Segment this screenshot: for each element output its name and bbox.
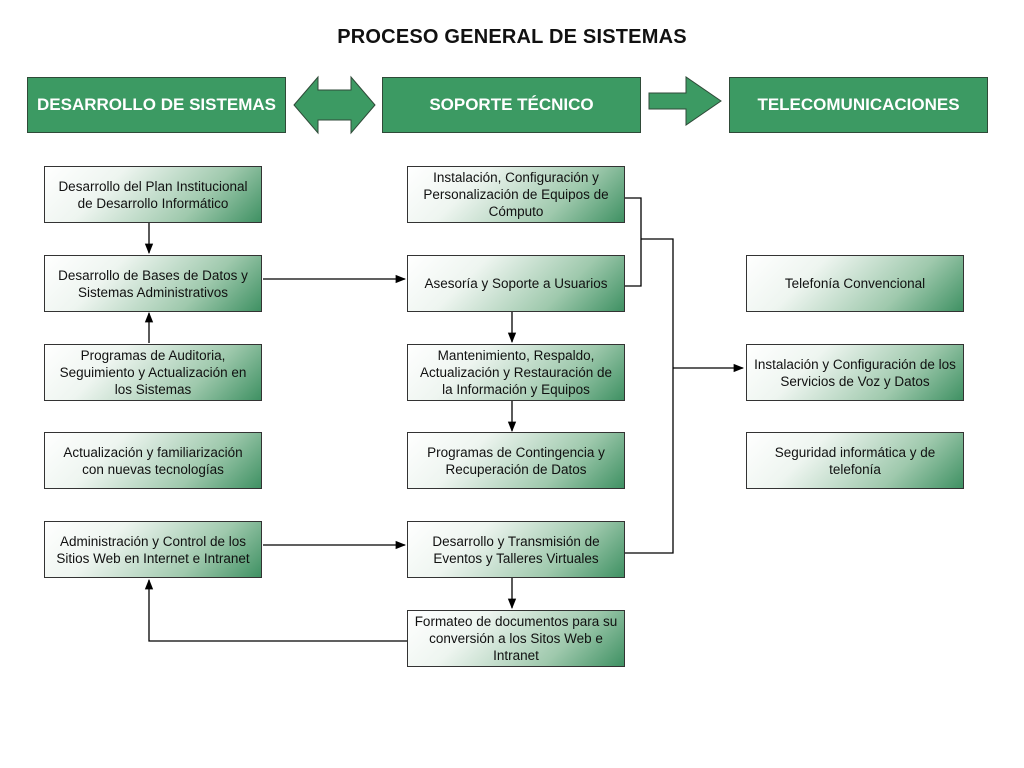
box-mantenimiento: Mantenimiento, Respaldo, Actualización y… — [407, 344, 625, 401]
box-telefonia-convencional: Telefonía Convencional — [746, 255, 964, 312]
box-formateo-documentos: Formateo de documentos para su conversió… — [407, 610, 625, 667]
connector-bracket-to-bus — [625, 238, 674, 554]
page-title: PROCESO GENERAL DE SISTEMAS — [337, 26, 687, 48]
box-voz-y-datos: Instalación y Configuración de los Servi… — [746, 344, 964, 401]
box-contingencia: Programas de Contingencia y Recuperación… — [407, 432, 625, 489]
box-eventos-virtuales: Desarrollo y Transmisión de Eventos y Ta… — [407, 521, 625, 578]
box-bases-de-datos: Desarrollo de Bases de Datos y Sistemas … — [44, 255, 262, 312]
header-telecomunicaciones: TELECOMUNICACIONES — [729, 77, 988, 133]
double-arrow-icon — [293, 75, 376, 135]
connector-bracket-soporte — [625, 197, 642, 287]
header-soporte-tecnico: SOPORTE TÉCNICO — [382, 77, 641, 133]
box-sitios-web: Administración y Control de los Sitios W… — [44, 521, 262, 578]
right-arrow-icon — [648, 76, 722, 126]
box-nuevas-tecnologias: Actualización y familiarización con nuev… — [44, 432, 262, 489]
box-seguridad-informatica: Seguridad informática y de telefonía — [746, 432, 964, 489]
box-programas-auditoria: Programas de Auditoria, Seguimiento y Ac… — [44, 344, 262, 401]
box-instalacion-equipos: Instalación, Configuración y Personaliza… — [407, 166, 625, 223]
connector-formateo-to-web — [144, 578, 407, 642]
box-asesoria-soporte: Asesoría y Soporte a Usuarios — [407, 255, 625, 312]
header-desarrollo-de-sistemas: DESARROLLO DE SISTEMAS — [27, 77, 286, 133]
box-plan-institucional: Desarrollo del Plan Institucional de Des… — [44, 166, 262, 223]
